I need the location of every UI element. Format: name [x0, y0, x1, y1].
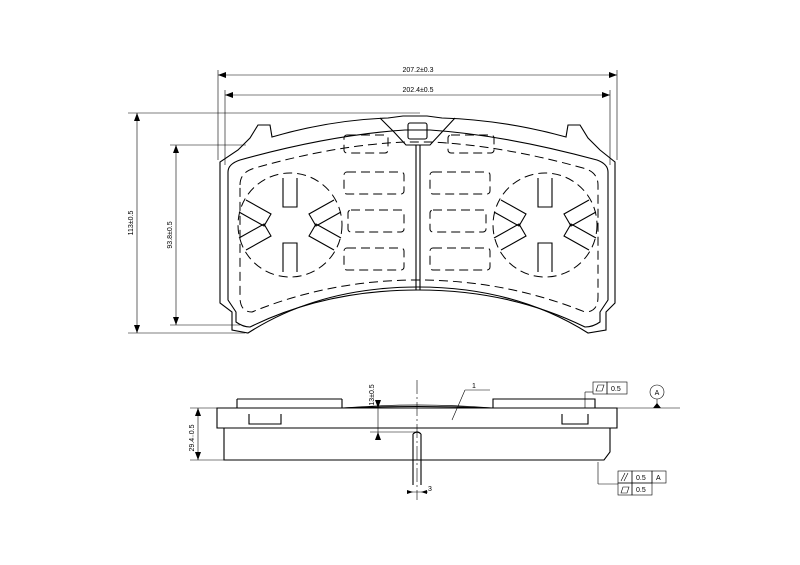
- dim-overall-height: 113±0.5: [128, 112, 420, 334]
- flatness-frame-top: 0.5: [584, 381, 628, 408]
- overall-length-label: 207.2±0.3: [402, 67, 433, 74]
- inner-length-label: 202.4±0.5: [402, 87, 433, 94]
- inner-height-label: 93.8±0.5: [167, 221, 174, 248]
- slot-width-label: 3: [428, 486, 432, 493]
- tolerance-frame-bottom: 0.5 A 0.5: [597, 462, 667, 496]
- parallelism-value: 0.5: [636, 475, 646, 482]
- front-view: 207.2±0.3 202.4±0.5 113±0.5 93.8: [128, 67, 618, 334]
- dashed-inner-contour: [239, 141, 599, 313]
- flatness-bottom-value: 0.5: [636, 487, 646, 494]
- datum-a-label: A: [655, 390, 660, 397]
- dim-inner-length: 202.4±0.5: [224, 87, 611, 165]
- overall-height-label: 113±0.5: [128, 211, 135, 236]
- side-view: 1 13±0.5 29.4₋0.5 3: [189, 380, 680, 500]
- right-vent-pattern: [492, 172, 598, 278]
- svg-text:1: 1: [472, 383, 476, 390]
- dim-total-thickness: 29.4₋0.5: [189, 407, 224, 461]
- total-thickness-label: 29.4₋0.5: [189, 424, 196, 451]
- parallelism-datum: A: [656, 475, 661, 482]
- datum-a-marker: A: [649, 384, 665, 408]
- flatness-top-value: 0.5: [611, 386, 621, 393]
- dim-overall-length: 207.2±0.3: [217, 67, 618, 160]
- backing-plate-outline: [219, 115, 616, 334]
- centre-notch: [379, 117, 456, 146]
- central-slots: [343, 134, 495, 271]
- dim-thickness-top: 13±0.5: [369, 384, 430, 440]
- left-vent-pattern: [237, 172, 343, 278]
- callout-friction-material: 1: [451, 383, 490, 421]
- thickness-top-label: 13±0.5: [369, 384, 376, 405]
- dim-slot-width: 3: [407, 486, 432, 494]
- dim-inner-height: 93.8±0.5: [167, 144, 246, 326]
- friction-pad-outline: [227, 129, 609, 328]
- friction-layer: [236, 398, 596, 409]
- centre-slot-key: [407, 122, 428, 140]
